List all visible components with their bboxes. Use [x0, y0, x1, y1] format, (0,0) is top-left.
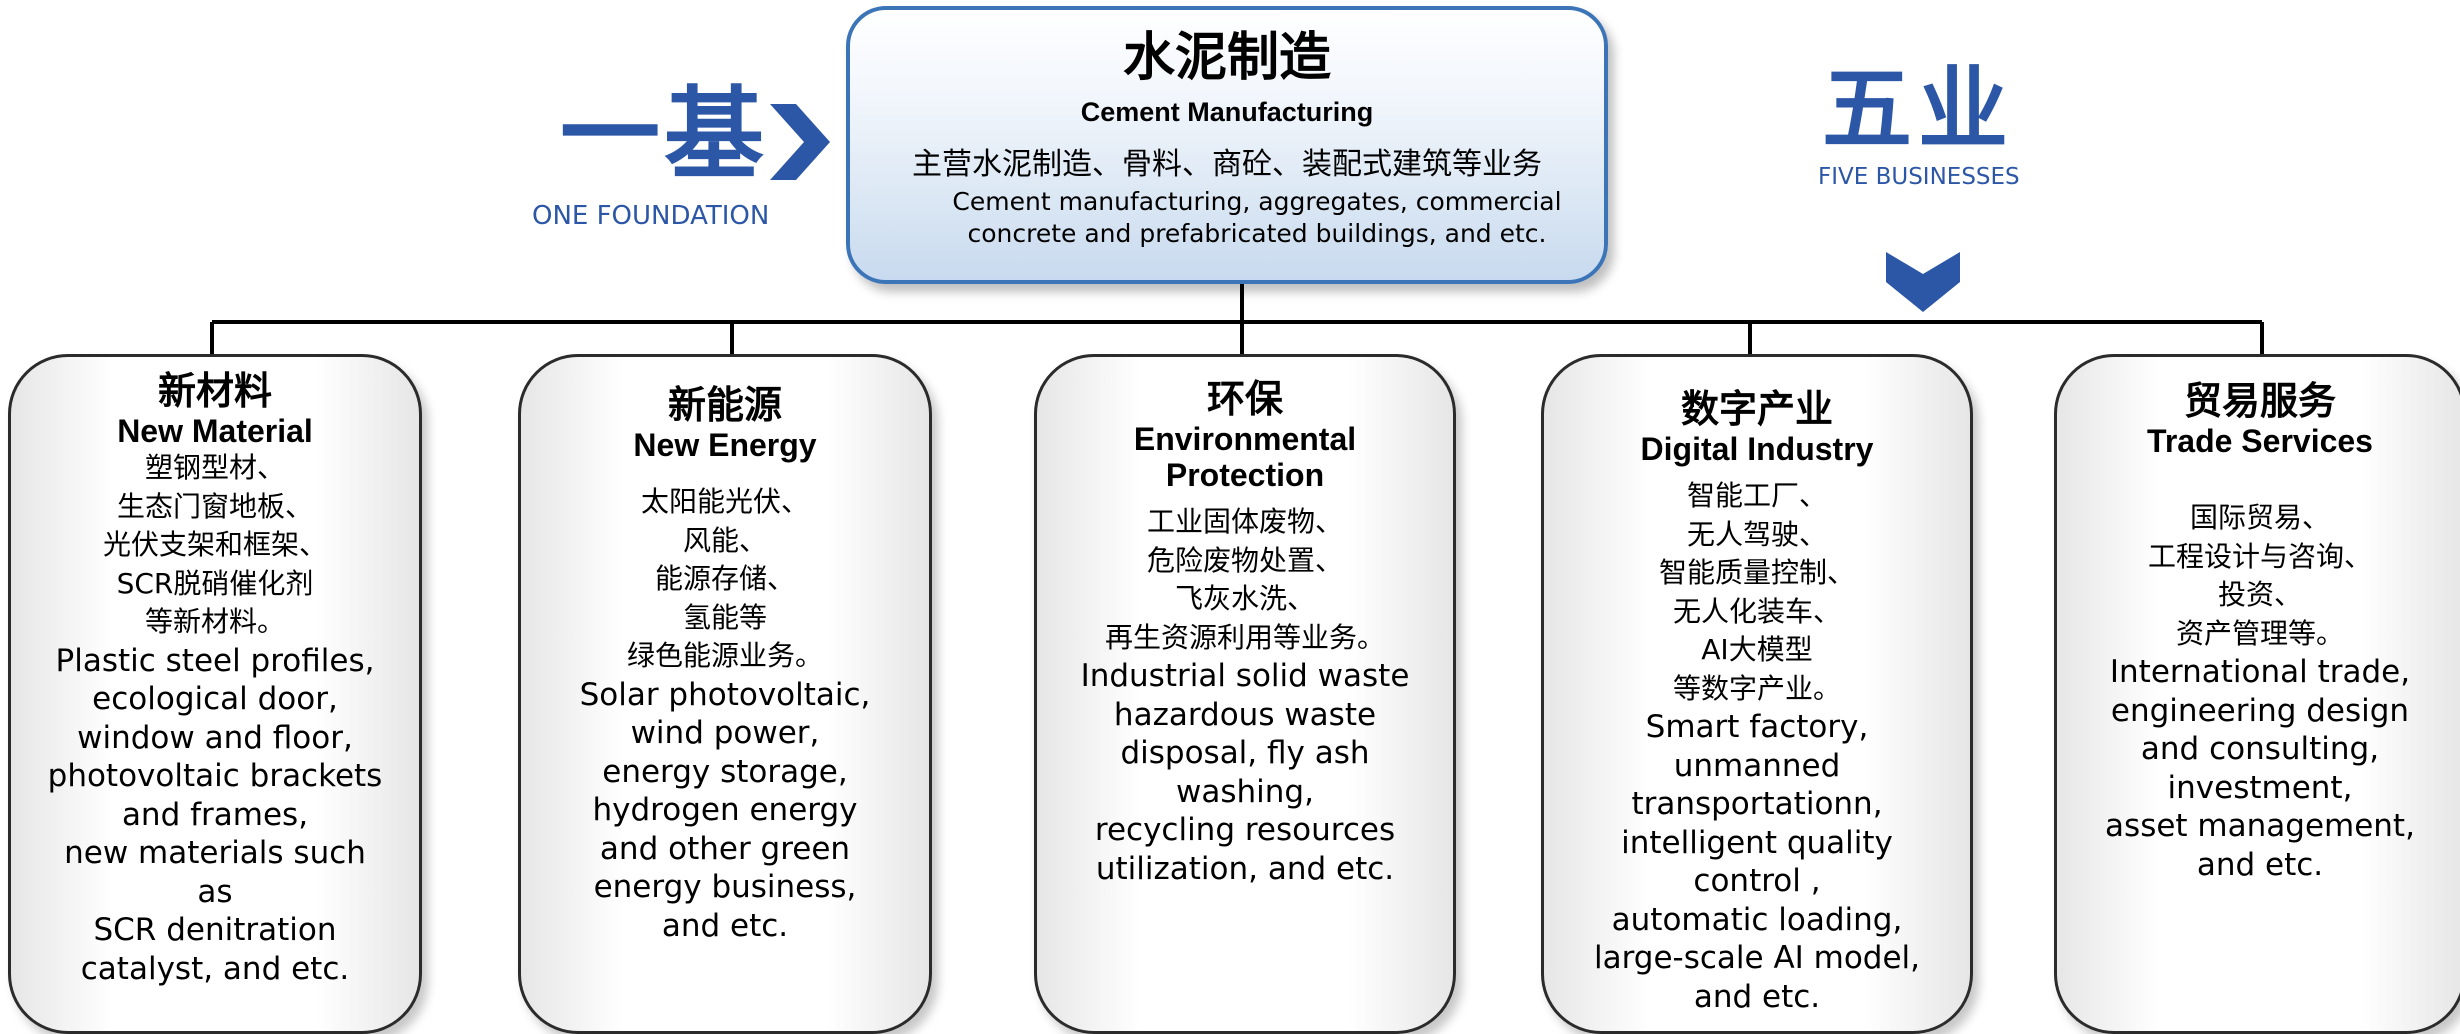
business-description-cn-line: 塑钢型材、	[144, 451, 285, 484]
business-description-cn-line: 等数字产业。	[1672, 671, 1841, 705]
business-description-cn-line: 能源存储、	[654, 562, 795, 595]
business-title-en: Protection	[1165, 457, 1325, 493]
business-description-cn-line: SCR脱硝催化剂	[116, 566, 314, 600]
business-description-en-line: and consulting,	[2140, 731, 2380, 767]
business-description-cn-line: 无人化装车、	[1672, 594, 1841, 628]
business-description-en-line: engineering design	[2110, 692, 2410, 729]
business-description-en-line: automatic loading,	[1611, 901, 1903, 938]
chevron-right-icon	[770, 104, 830, 180]
business-title-en: New Energy	[633, 427, 817, 463]
cement-manufacturing-box: 水泥制造 Cement Manufacturing 主营水泥制造、骨料、商砼、装…	[846, 6, 1608, 284]
business-description-cn-line: 工程设计与咨询、	[2147, 539, 2372, 573]
business-title-en: Digital Industry	[1640, 431, 1874, 467]
five-businesses-title-cn: 五业	[1822, 57, 2014, 162]
business-description-en-line: hazardous waste	[1113, 696, 1377, 733]
business-description-en-line: washing,	[1176, 773, 1314, 810]
business-description-cn-line: 资产管理等。	[2175, 616, 2344, 650]
business-description-en-line: and etc.	[661, 907, 789, 944]
business-description-cn-line: 国际贸易、	[2189, 501, 2330, 534]
business-title-en: Environmental	[1133, 421, 1357, 457]
business-title-en: New Material	[117, 413, 313, 449]
business-title-cn: 新能源	[667, 383, 782, 427]
business-description-cn-line: 飞灰水洗、	[1174, 582, 1315, 615]
business-description-en-line: ecological door,	[92, 681, 338, 717]
top-box-description-en: Cement manufacturing, aggregates, commer…	[940, 186, 1574, 250]
business-description-en-line: and other green	[599, 830, 851, 867]
business-description-en-line: disposal, fly ash	[1120, 735, 1370, 771]
business-description-cn-line: 危险废物处置、	[1146, 543, 1343, 577]
business-description-en-line: and etc.	[1693, 978, 1821, 1015]
business-description-en-line: hydrogen energy	[592, 792, 858, 828]
business-description-en-line: intelligent quality	[1621, 824, 1893, 861]
business-description-cn-line: 无人驾驶、	[1686, 517, 1827, 551]
business-description-cn-line: 智能质量控制、	[1658, 556, 1855, 589]
one-foundation-title-cn: 一基	[560, 76, 768, 193]
business-description-en-line: photovoltaic brackets	[47, 758, 383, 794]
business-description-cn-line: 风能、	[682, 523, 767, 557]
business-description-cn-line: 太阳能光伏、	[640, 485, 809, 518]
business-description-en-line: recycling resources	[1094, 812, 1396, 848]
top-box-description-en-line: Cement manufacturing, aggregates, commer…	[952, 187, 1562, 216]
business-description-en-line: energy business,	[593, 869, 857, 905]
business-description-cn-line: 光伏支架和框架、	[102, 528, 327, 561]
business-description-en-line: transportationn,	[1631, 786, 1883, 822]
business-description-cn-line: 投资、	[2217, 578, 2302, 611]
business-description-cn-line: 等新材料。	[144, 605, 285, 638]
business-description-cn-line: 绿色能源业务。	[626, 639, 823, 672]
business-title-cn: 新材料	[157, 369, 272, 413]
business-description-en-line: window and floor,	[77, 719, 353, 756]
business-description-en-line: wind power,	[630, 715, 820, 751]
business-description-en-line: new materials such	[64, 835, 366, 871]
business-title-cn: 数字产业	[1680, 387, 1833, 431]
chevron-down-icon	[1886, 252, 1960, 312]
business-description-en-line: International trade,	[2109, 654, 2411, 690]
business-description-en-line: asset management,	[2105, 808, 2415, 844]
business-description-en-line: control ,	[1693, 863, 1821, 899]
business-description-cn-line: 氢能等	[682, 600, 767, 634]
business-description-en-line: Industrial solid waste	[1080, 658, 1410, 694]
business-description-en-line: Plastic steel profiles,	[55, 642, 375, 679]
business-title-cn: 环保	[1206, 377, 1283, 421]
business-description-en-line: energy storage,	[602, 753, 848, 790]
business-description-en-line: and frames,	[121, 796, 309, 833]
one-foundation-title-en: ONE FOUNDATION	[532, 201, 770, 231]
business-description-en-line: SCR denitration	[93, 912, 337, 948]
top-box-title-en: Cement Manufacturing	[1080, 97, 1374, 127]
business-description-en-line: utilization, and etc.	[1095, 850, 1395, 887]
business-description-en-line: catalyst, and etc.	[80, 950, 350, 987]
business-description-en-line: and etc.	[2196, 846, 2324, 883]
business-title-en: Trade Services	[2147, 423, 2373, 459]
business-description-cn-line: 工业固体废物、	[1146, 505, 1343, 538]
business-description-cn-line: 智能工厂、	[1686, 479, 1827, 512]
business-description-en-line: investment,	[2167, 769, 2353, 806]
business-title-cn: 贸易服务	[2183, 379, 2336, 423]
top-box-description-en-line: concrete and prefabricated buildings, an…	[967, 219, 1547, 248]
business-description-cn-line: 再生资源利用等业务。	[1104, 620, 1385, 654]
top-box-description-cn: 主营水泥制造、骨料、商砼、装配式建筑等业务	[912, 147, 1542, 182]
business-description-en-line: Solar photovoltaic,	[579, 676, 871, 713]
business-description-cn-line: AI大模型	[1701, 633, 1813, 666]
five-businesses-title-en: FIVE BUSINESSES	[1818, 164, 2020, 190]
business-description-cn-line: 生态门窗地板、	[116, 489, 313, 523]
business-description-en-line: as	[197, 873, 233, 910]
business-description-en-line: unmanned	[1673, 747, 1841, 784]
business-description-en-line: large-scale AI model,	[1593, 940, 1921, 976]
business-description-en-line: Smart factory,	[1645, 709, 1869, 745]
top-box-title-cn: 水泥制造	[1122, 28, 1331, 88]
